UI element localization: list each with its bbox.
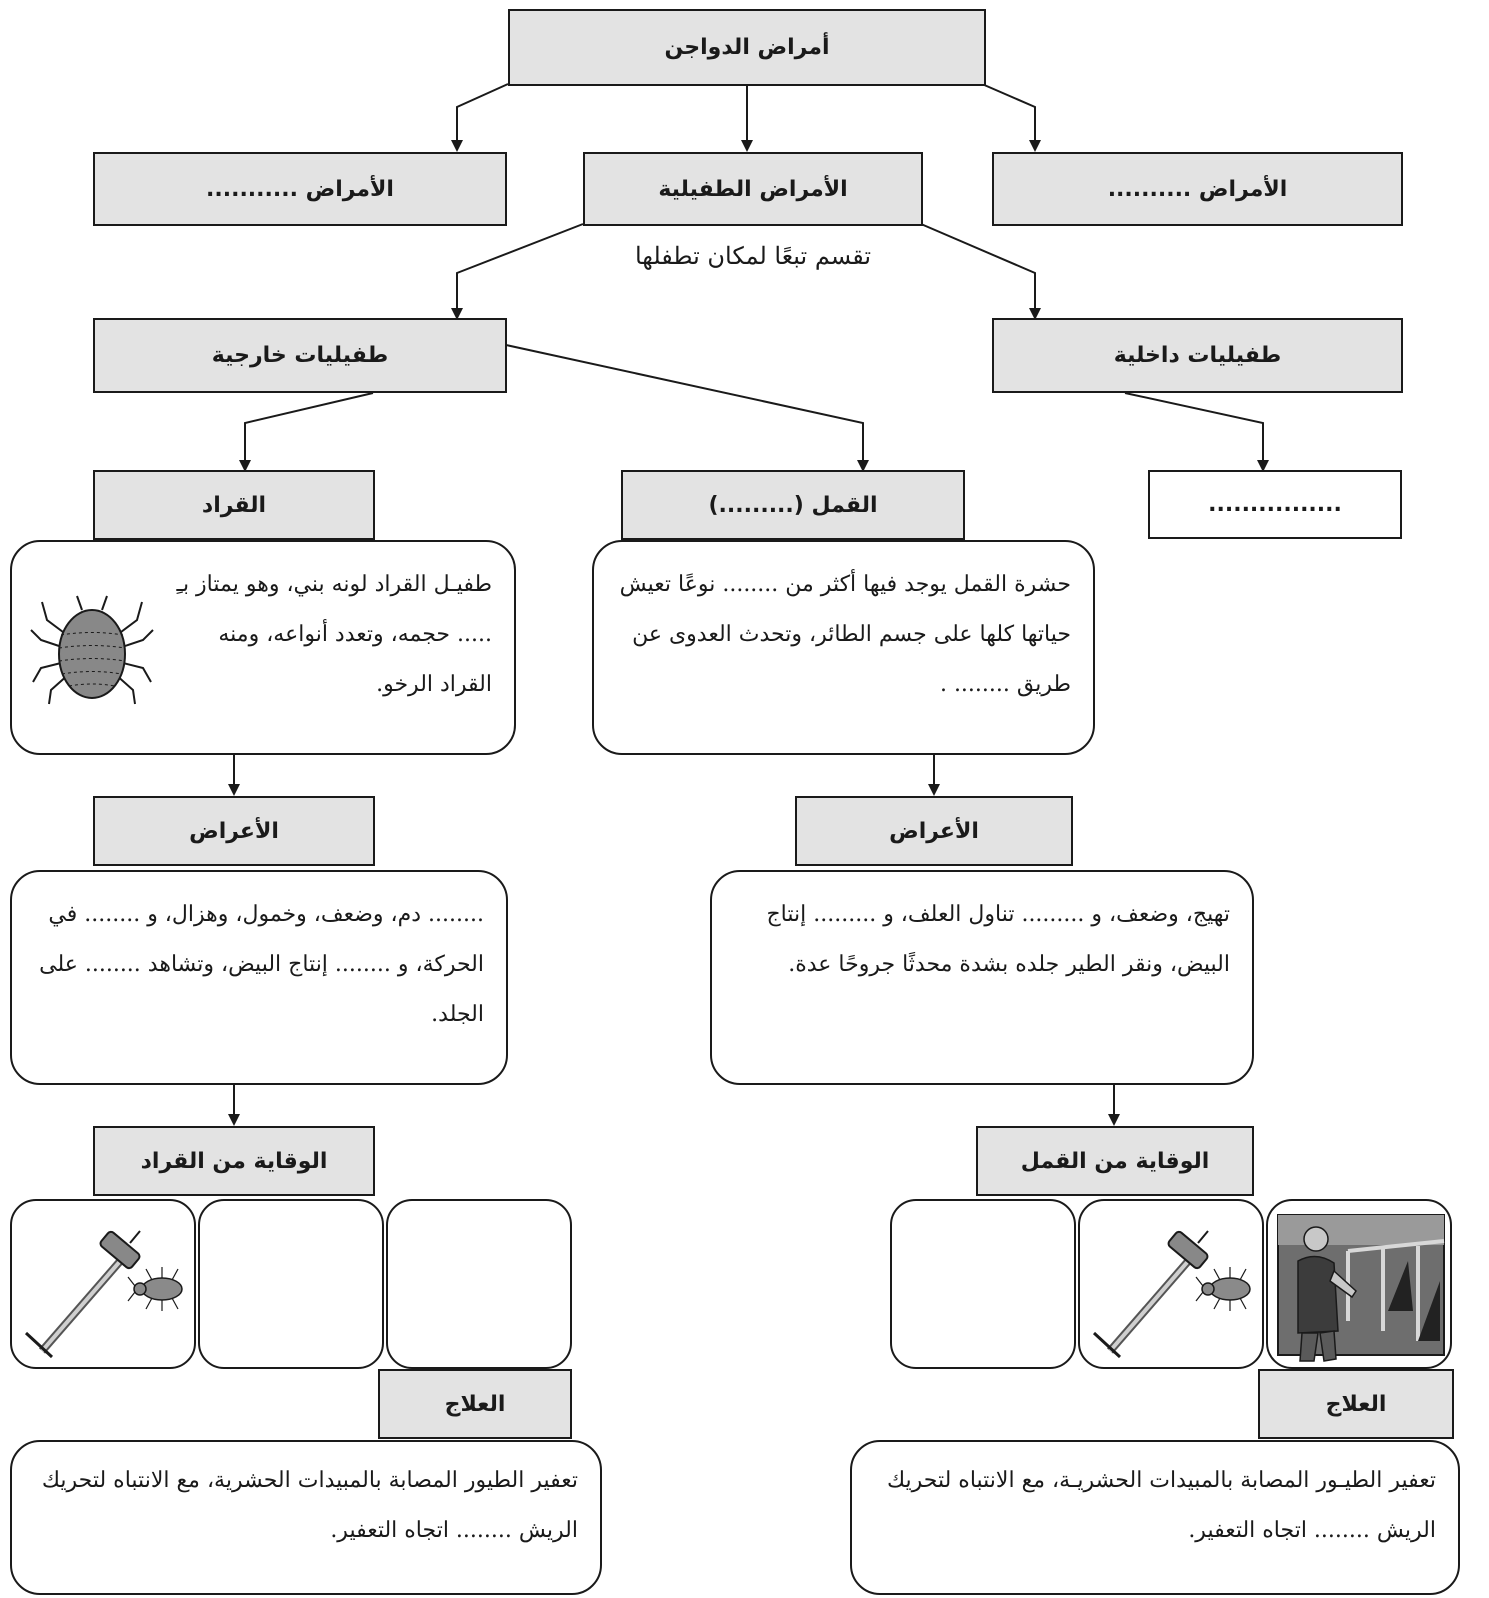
- diseases-right-label: الأمراض ..........: [1107, 176, 1288, 202]
- lice-prevention-cell-1: [890, 1199, 1076, 1369]
- division-note: تقسم تبعًا لمكان تطفلها: [634, 242, 872, 270]
- tick-treatment-box: تعفير الطيور المصابة بالمبيدات الحشرية، …: [10, 1440, 602, 1595]
- tick-description: طفيـل القراد لونه بني، وهو يمتاز بـِ ...…: [176, 572, 493, 697]
- poultry-house-worker-image: [1277, 1214, 1445, 1362]
- sprayer-icon: [1092, 1230, 1251, 1359]
- tick-icon: [30, 595, 154, 705]
- tick-prevention-cell-2: [198, 1199, 384, 1369]
- parasitic-diseases-box: الأمراض الطفيلية: [583, 152, 923, 226]
- tick-treatment-header: العلاج: [444, 1391, 506, 1417]
- lice-symptoms: تهيج، وضعف، و ......... تناول العلف، و .…: [766, 902, 1230, 977]
- diseases-left-box: الأمراض ...........: [93, 152, 507, 226]
- internal-parasites-box: طفيليات داخلية: [992, 318, 1403, 393]
- lice-treatment-header: العلاج: [1325, 1391, 1387, 1417]
- lice-prevention-cell-2: [1078, 1199, 1264, 1369]
- parasitic-diseases-label: الأمراض الطفيلية: [658, 176, 848, 202]
- tick-symptoms-header-box: الأعراض: [93, 796, 375, 866]
- lice-header-box: القمل (.........): [621, 470, 965, 540]
- root-title: أمراض الدواجن: [664, 35, 830, 60]
- tick-treatment: تعفير الطيور المصابة بالمبيدات الحشرية، …: [41, 1468, 578, 1543]
- root-box: أمراض الدواجن: [508, 9, 986, 86]
- beetle-icon: [127, 1267, 183, 1311]
- tick-symptoms: ........ دم، وضعف، وخمول، وهزال، و .....…: [39, 902, 484, 1027]
- lice-symptoms-header: الأعراض: [889, 818, 979, 844]
- lice-treatment-box: تعفير الطيـور المصابة بالمبيدات الحشريـة…: [850, 1440, 1460, 1595]
- diseases-right-box: الأمراض ..........: [992, 152, 1403, 226]
- lice-symptoms-header-box: الأعراض: [795, 796, 1073, 866]
- lice-treatment: تعفير الطيـور المصابة بالمبيدات الحشريـة…: [886, 1468, 1436, 1543]
- tick-symptoms-header: الأعراض: [189, 818, 279, 844]
- lice-prevention-header: الوقاية من القمل: [1020, 1148, 1210, 1174]
- lice-symptoms-box: تهيج، وضعف، و ......... تناول العلف، و .…: [710, 870, 1254, 1085]
- tick-header: القراد: [201, 492, 267, 518]
- sprayer-icon: [24, 1230, 183, 1359]
- tick-symptoms-box: ........ دم، وضعف، وخمول، وهزال، و .....…: [10, 870, 508, 1085]
- tick-header-box: القراد: [93, 470, 375, 540]
- lice-description-box: حشرة القمل يوجد فيها أكثر من ........ نو…: [592, 540, 1095, 755]
- internal-parasites-label: طفيليات داخلية: [1113, 343, 1282, 368]
- lice-prevention-header-box: الوقاية من القمل: [976, 1126, 1254, 1196]
- tick-treatment-header-box: العلاج: [378, 1369, 572, 1439]
- external-parasites-label: طفيليات خارجية: [211, 343, 389, 368]
- diseases-left-label: الأمراض ...........: [206, 176, 394, 202]
- lice-header: القمل (.........): [708, 492, 878, 518]
- lice-description: حشرة القمل يوجد فيها أكثر من ........ نو…: [619, 572, 1071, 697]
- tick-prevention-cell-1: [10, 1199, 196, 1369]
- external-parasites-box: طفيليات خارجية: [93, 318, 507, 393]
- tick-prevention-header-box: الوقاية من القراد: [93, 1126, 375, 1196]
- tick-prevention-header: الوقاية من القراد: [140, 1148, 328, 1174]
- beetle-icon: [1195, 1267, 1251, 1311]
- internal-parasites-blank-box: ................: [1148, 470, 1402, 539]
- tick-prevention-cell-3: [386, 1199, 572, 1369]
- internal-parasites-blank: ................: [1208, 492, 1342, 517]
- lice-prevention-cell-3: [1266, 1199, 1452, 1369]
- lice-treatment-header-box: العلاج: [1258, 1369, 1454, 1439]
- tick-description-box: طفيـل القراد لونه بني، وهو يمتاز بـِ ...…: [10, 540, 516, 755]
